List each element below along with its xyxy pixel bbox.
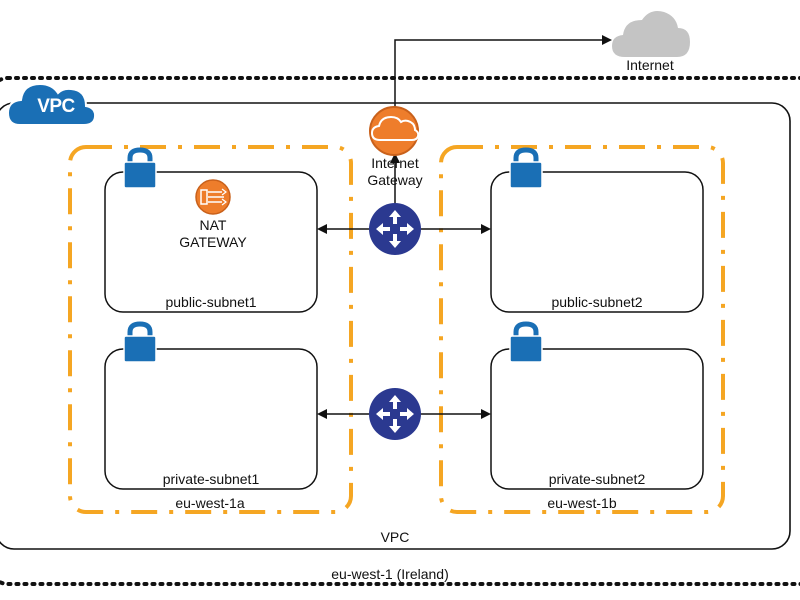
vpc-boundary	[0, 102, 791, 550]
vpc-bottom-label: VPC	[380, 529, 410, 545]
router-icon	[369, 203, 421, 255]
subnet-label-public-2: public-subnet2	[551, 294, 643, 310]
availability-zone-label-b: eu-west-1b	[547, 495, 617, 511]
lock-icon	[509, 147, 543, 189]
lock-icon	[123, 321, 157, 363]
subnet-private-2	[490, 348, 704, 490]
vpc-badge-label: VPC	[37, 96, 75, 117]
subnet-public-2	[490, 171, 704, 313]
subnet-private-1	[104, 348, 318, 490]
lock-icon	[123, 147, 157, 189]
subnet-label-private-1: private-subnet1	[162, 471, 260, 487]
subnet-label-public-1: public-subnet1	[165, 294, 257, 310]
internet-gateway-label-line2: Gateway	[367, 172, 423, 188]
nat-gateway-label-line1: NAT	[199, 217, 227, 233]
vpc-cloud-icon	[6, 82, 97, 126]
subnet-public-1	[104, 171, 318, 313]
lock-icon	[509, 321, 543, 363]
internet-label: Internet	[626, 57, 674, 73]
subnet-label-private-2: private-subnet2	[548, 471, 646, 487]
internet-gateway-icon	[369, 106, 420, 156]
internet-gateway-label-line1: Internet	[371, 155, 419, 171]
igw-to-internet-connector	[394, 35, 612, 110]
router-icon	[369, 388, 421, 440]
availability-zone-a	[68, 145, 353, 514]
region-label: eu-west-1 (Ireland)	[331, 566, 449, 582]
availability-zone-label-a: eu-west-1a	[175, 495, 245, 511]
availability-zone-b	[439, 145, 725, 514]
nat-gateway-label-line2: GATEWAY	[179, 234, 247, 250]
nat-gateway-icon	[195, 179, 231, 215]
internet-cloud-icon	[612, 11, 690, 57]
